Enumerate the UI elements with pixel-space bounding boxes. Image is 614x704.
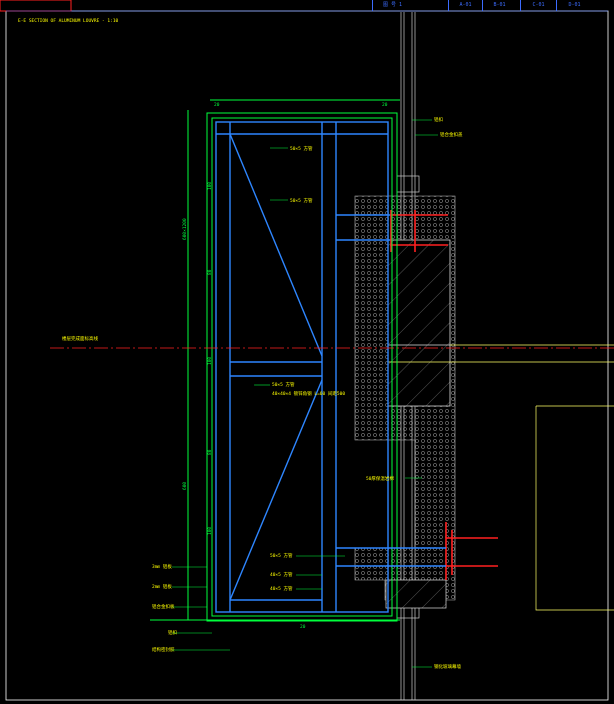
bottom-dim: 20 — [300, 624, 306, 630]
label-bot-c: 40×5 方管 — [270, 585, 293, 592]
titlebar-cell-5: D-01 — [556, 0, 592, 11]
vertical-dim-bottom: 600 — [182, 482, 188, 490]
titlebar-cell-3: B-01 — [482, 0, 516, 11]
drawing-note: E-E SECTION OF ALUMINUM LOUVRE - 1:10 — [18, 18, 119, 24]
seg-3: 100 — [207, 357, 213, 365]
seg-1: 100 — [207, 182, 213, 190]
label-top-bracket: 铝扣 — [434, 116, 443, 123]
steel-frame — [215, 121, 446, 613]
titlebar-cell-2: A-01 — [448, 0, 482, 11]
label-mid-a: 50×5 方管 — [272, 381, 295, 388]
label-left-b: 2mm 铝板 — [152, 583, 172, 590]
titlebar-cell-1: 图 号 1 — [372, 0, 412, 11]
seg-5: 100 — [207, 527, 213, 535]
vertical-dim-top: 600×1200 — [182, 218, 188, 240]
label-cap-right: 铝合金扣盖 — [440, 131, 463, 138]
label-blue-2: 50×5 方管 — [290, 197, 313, 204]
label-blue-1: 50×5 方管 — [290, 145, 313, 152]
seg-2: 80 — [207, 269, 213, 275]
seg-4: 80 — [207, 449, 213, 455]
label-left-c: 铝合金扣板 — [152, 603, 175, 610]
label-glass: 钢化玻璃幕墙 — [434, 663, 461, 670]
label-left-a: 3mm 铝板 — [152, 563, 172, 570]
label-bot-a: 50×5 方管 — [270, 552, 293, 559]
sheet-border — [5, 10, 609, 701]
label-insul: 50厚保温岩棉 — [366, 475, 394, 482]
leaders — [172, 119, 438, 668]
steel-brackets — [390, 210, 498, 580]
label-mid-b: 40×40×4 镀锌角钢 L=60 间距500 — [272, 390, 345, 397]
titlebar-cell-4: C-01 — [520, 0, 556, 11]
tick-top-left: 20 — [214, 102, 220, 108]
label-left-e: 结构密封胶 — [152, 646, 175, 653]
label-bot-b: 40×5 方管 — [270, 571, 293, 578]
louvre-outline — [150, 99, 400, 622]
label-level: 楼层完成面标高线 — [62, 335, 98, 342]
title-tab — [0, 0, 72, 12]
tick-top-right: 20 — [382, 102, 388, 108]
label-left-d: 铝扣 — [168, 629, 177, 636]
